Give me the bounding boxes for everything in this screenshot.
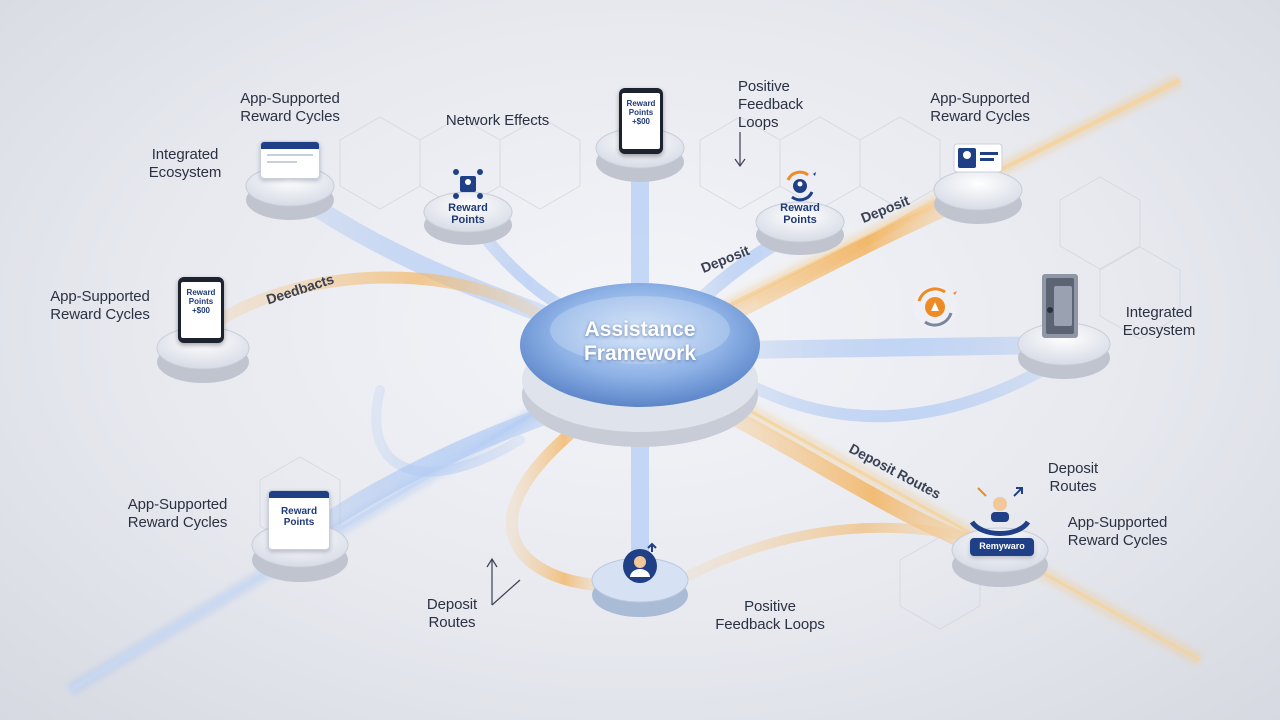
phone-title: Reward Points xyxy=(626,99,656,117)
phone-title: Reward Points xyxy=(186,288,216,306)
label-integrated-left: Integrated Ecosystem xyxy=(148,146,222,181)
card-header xyxy=(261,142,319,149)
user-icon xyxy=(623,542,657,583)
network-icon xyxy=(453,169,483,199)
phone-value: +$00 xyxy=(191,306,211,315)
label-integrated-right: Integrated Ecosystem xyxy=(1122,304,1196,339)
phone-mockup: Reward Points +$00 xyxy=(619,88,663,154)
label-app-cycles-bottom-right: App-Supported Reward Cycles xyxy=(1067,514,1168,549)
label-deposit-routes-bottom: Deposit Routes xyxy=(426,596,478,631)
label-feedback-loops-bottom: Positive Feedback Loops xyxy=(715,598,825,633)
account-tag-text: Remywaro xyxy=(979,541,1025,551)
phone-mockup: Reward Points +$00 xyxy=(178,277,224,343)
account-tag: Remywaro xyxy=(970,538,1034,556)
label-network-effects: Network Effects xyxy=(445,112,550,129)
reward-points-node-label: Reward Points xyxy=(448,202,488,226)
label-deposit-routes-right: Deposit Routes xyxy=(1047,460,1099,495)
label-app-cycles-bottom-left: App-Supported Reward Cycles xyxy=(127,496,228,531)
phone-screen: Reward Points +$00 xyxy=(181,282,221,338)
card-title: Reward Points xyxy=(280,506,318,528)
info-card xyxy=(260,141,320,179)
label-app-cycles-top-left: App-Supported Reward Cycles xyxy=(240,90,340,125)
pointer-arrows xyxy=(486,132,746,606)
label-feedback-loops-top: Positive Feedback Loops xyxy=(738,78,804,131)
reward-card: Reward Points xyxy=(268,490,330,550)
id-card-icon xyxy=(953,143,1003,173)
center-title: Assistance Framework xyxy=(583,318,697,365)
vault-icon xyxy=(1042,274,1078,338)
label-app-cycles-top-right: App-Supported Reward Cycles xyxy=(930,90,1030,125)
phone-value: +$00 xyxy=(631,117,651,126)
center-hub xyxy=(520,283,760,447)
phone-screen: Reward Points +$00 xyxy=(622,93,660,149)
card-header xyxy=(269,491,329,498)
refresh-icon xyxy=(913,285,957,329)
card-line xyxy=(267,154,313,156)
person-arrows-icon xyxy=(969,487,1031,537)
reward-points-node-label: Reward Points xyxy=(780,202,820,226)
card-line xyxy=(267,161,297,163)
user-cycle-icon xyxy=(786,170,816,202)
label-app-cycles-mid-left: App-Supported Reward Cycles xyxy=(50,288,150,323)
